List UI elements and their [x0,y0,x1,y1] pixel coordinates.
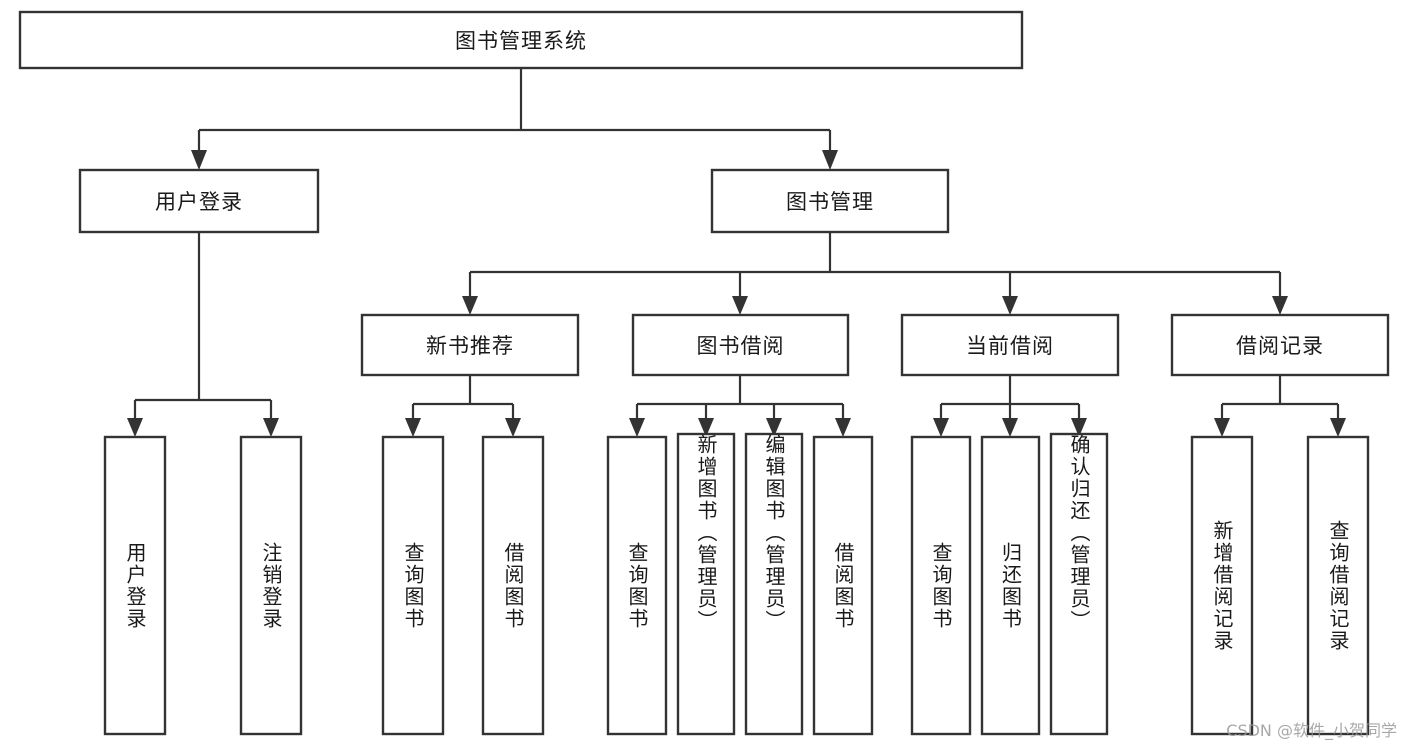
node-box-root[interactable] [18,10,1024,70]
connector-group-book-manage [462,232,1288,315]
arrow-head-bb-leaf1 [629,418,645,437]
arrow-head-br-leaf1 [1214,418,1230,437]
node-box-leaf-user-login-2[interactable] [239,435,303,736]
connector-group-root [191,68,838,170]
node-box-leaf-current-borrow-3[interactable] [1049,432,1109,736]
connector-group-book-borrow [629,375,851,437]
connector-group-new-book [405,375,521,437]
arrow-head-current-borrow [1002,296,1018,315]
arrow-head-user-login [191,150,207,170]
arrow-head-ul-leaf1 [127,418,143,437]
arrow-head-new-book [462,296,478,315]
arrow-head-book-manage [822,150,838,170]
arrow-head-ul-leaf2 [263,418,279,437]
node-box-new-book-recommend[interactable] [360,313,580,377]
node-box-borrow-record[interactable] [1170,313,1390,377]
node-box-leaf-current-borrow-2[interactable] [980,435,1041,736]
node-box-leaf-book-borrow-1[interactable] [606,435,668,736]
node-box-leaf-book-borrow-3[interactable] [744,432,804,736]
arrow-head-borrow-record [1272,296,1288,315]
node-box-leaf-current-borrow-1[interactable] [910,435,972,736]
arrow-head-cb-leaf1 [933,418,949,437]
arrow-head-bb-leaf3 [766,418,782,437]
arrow-head-bb-leaf2 [698,418,714,437]
node-box-book-borrow[interactable] [631,313,850,377]
arrow-head-bb-leaf4 [835,418,851,437]
node-box-leaf-user-login-1[interactable] [103,435,167,736]
connector-group-current-borrow [933,375,1087,437]
node-box-leaf-borrow-record-2[interactable] [1306,435,1370,736]
node-box-leaf-book-borrow-4[interactable] [812,435,874,736]
arrow-head-br-leaf2 [1330,418,1346,437]
connector-group-user-login [127,232,279,437]
node-box-book-manage[interactable] [710,168,950,234]
node-box-user-login[interactable] [78,168,320,234]
node-box-leaf-borrow-record-1[interactable] [1190,435,1254,736]
connector-group-borrow-record [1214,375,1346,437]
arrow-head-cb-leaf3 [1071,418,1087,437]
arrow-head-nb-leaf2 [505,418,521,437]
node-box-current-borrow[interactable] [900,313,1120,377]
arrow-head-book-borrow [732,296,748,315]
arrow-head-cb-leaf2 [1002,418,1018,437]
node-box-leaf-new-book-2[interactable] [481,435,545,736]
node-box-leaf-new-book-1[interactable] [381,435,445,736]
arrow-head-nb-leaf1 [405,418,421,437]
node-box-leaf-book-borrow-2[interactable] [676,432,736,736]
